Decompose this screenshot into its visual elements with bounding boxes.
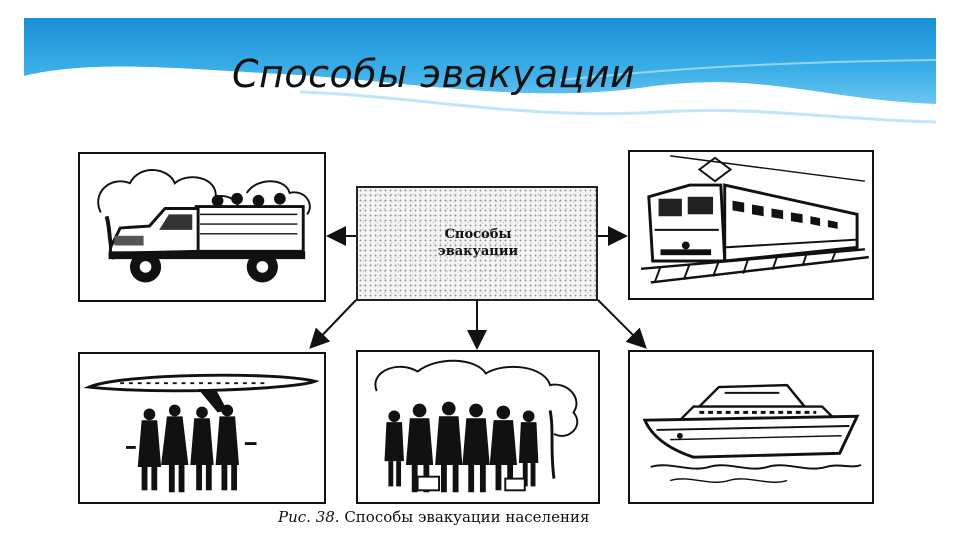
- train-panel: [628, 150, 874, 300]
- center-box: Способы эвакуации: [356, 186, 598, 301]
- airplane-icon: [83, 373, 320, 493]
- figure-number: Рис. 38.: [278, 508, 340, 526]
- title-banner: [24, 18, 937, 124]
- center-label: Способы эвакуации: [418, 226, 538, 260]
- figure-caption: Рис. 38. Способы эвакуации населения: [278, 508, 589, 526]
- train-icon: [640, 155, 869, 284]
- arrow-to-airplane: [309, 299, 357, 349]
- center-label-line1: Способы: [444, 227, 512, 242]
- ship-panel: [628, 350, 874, 504]
- center-label-line2: эвакуации: [437, 244, 519, 259]
- truck-icon: [97, 169, 311, 283]
- ship-icon: [642, 383, 862, 483]
- truck-panel: [78, 152, 326, 302]
- walking-panel: [356, 350, 600, 504]
- airplane-panel: [78, 352, 326, 504]
- figure-caption-text: Способы эвакуации населения: [344, 508, 590, 526]
- arrow-to-ship: [597, 299, 647, 349]
- walking-people-icon: [374, 359, 579, 493]
- slide-title: Способы эвакуации: [232, 52, 636, 96]
